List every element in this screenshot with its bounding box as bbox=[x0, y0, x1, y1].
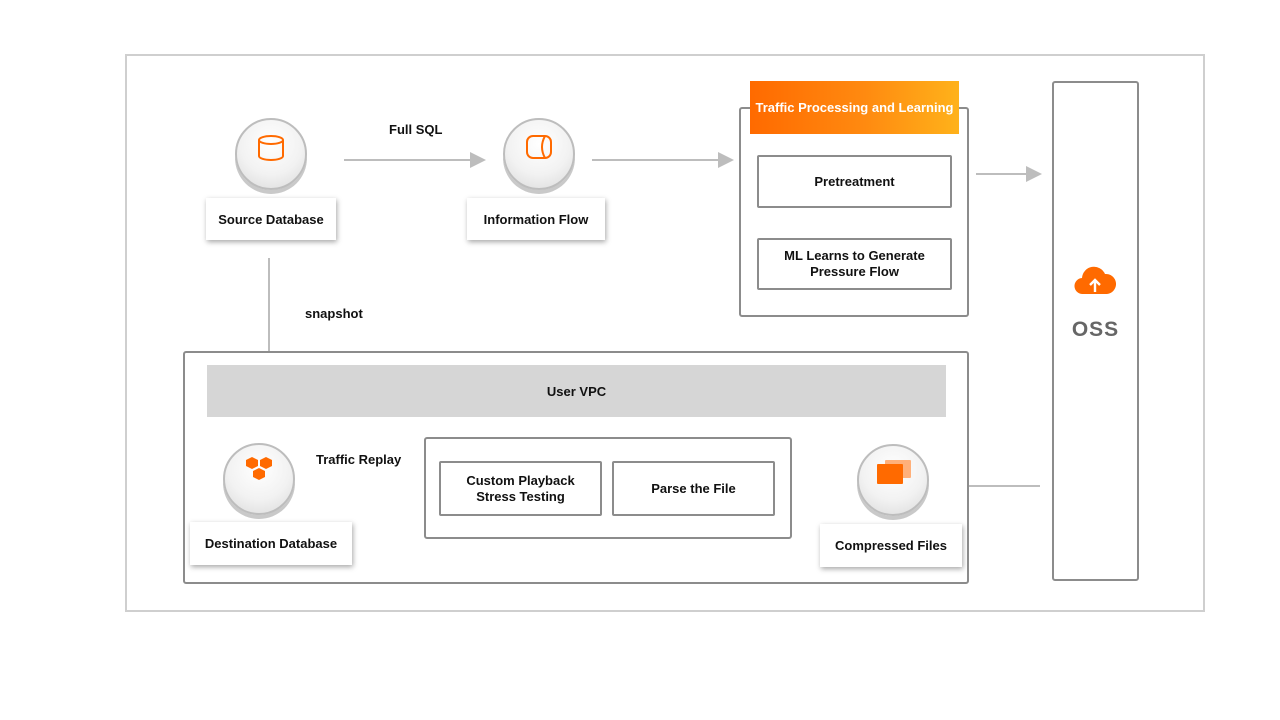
snapshot-label: snapshot bbox=[305, 306, 363, 321]
custom-playback-box[interactable]: Custom Playback Stress Testing bbox=[439, 461, 602, 516]
compressed-files-node[interactable] bbox=[857, 444, 929, 516]
oss-label: OSS bbox=[1071, 318, 1120, 341]
pretreatment-box[interactable]: Pretreatment bbox=[757, 155, 952, 208]
files-icon bbox=[877, 460, 911, 484]
hexagon-cluster-icon bbox=[246, 457, 272, 480]
parse-file-box[interactable]: Parse the File bbox=[612, 461, 775, 516]
ml-pressure-flow-box[interactable]: ML Learns to Generate Pressure Flow bbox=[757, 238, 952, 290]
source-database-label: Source Database bbox=[206, 198, 336, 240]
destination-database-node[interactable] bbox=[223, 443, 295, 515]
cloud-upload-icon bbox=[1074, 266, 1117, 295]
full-sql-label: Full SQL bbox=[389, 122, 443, 137]
source-database-node[interactable] bbox=[235, 118, 307, 190]
user-vpc-bar: User VPC bbox=[207, 365, 946, 417]
oss-panel[interactable] bbox=[1052, 81, 1139, 581]
information-flow-label: Information Flow bbox=[467, 198, 605, 240]
cylinder-icon bbox=[526, 135, 552, 159]
traffic-replay-label: Traffic Replay bbox=[316, 452, 402, 467]
traffic-processing-banner: Traffic Processing and Learning bbox=[750, 81, 959, 134]
database-icon bbox=[258, 135, 284, 161]
destination-database-label: Destination Database bbox=[190, 522, 352, 565]
information-flow-node[interactable] bbox=[503, 118, 575, 190]
compressed-files-label: Compressed Files bbox=[820, 524, 962, 567]
